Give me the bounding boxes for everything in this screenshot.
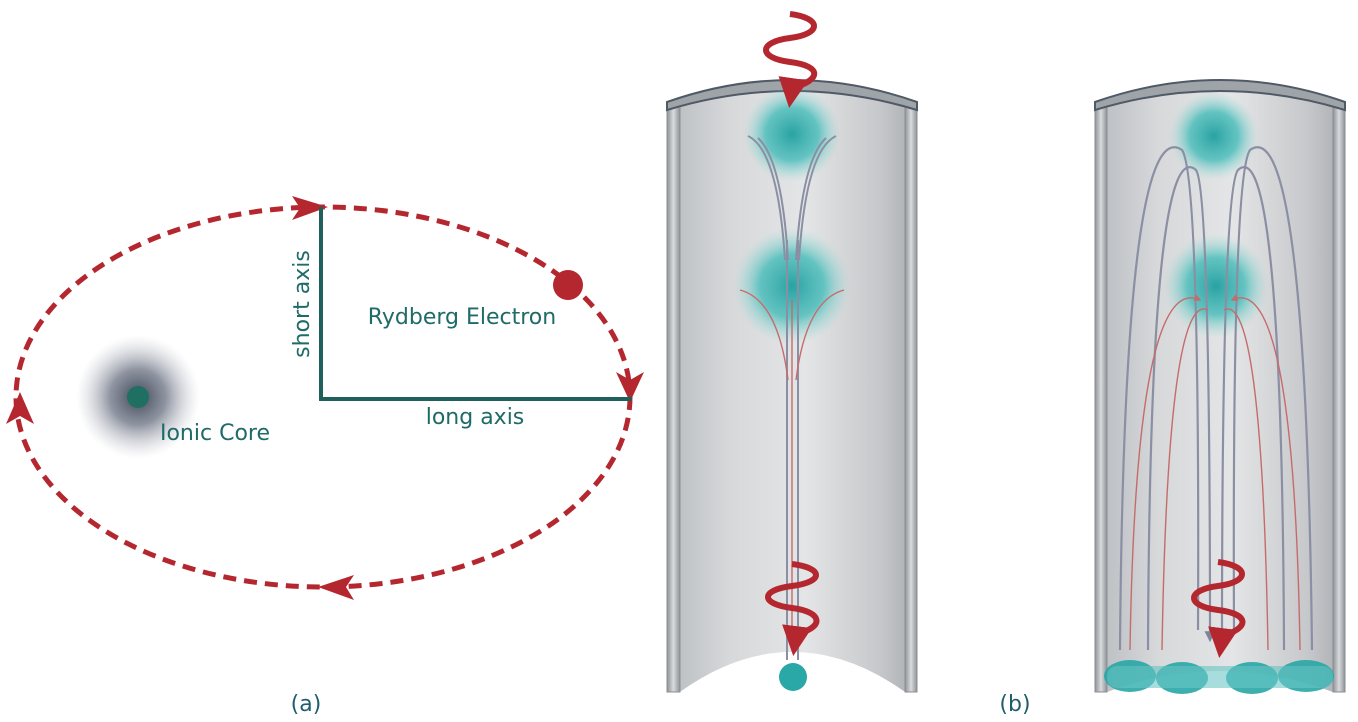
- panel-a-caption: (a): [291, 692, 322, 717]
- ionic-core-label: Ionic Core: [160, 421, 270, 446]
- cylinder-left-wall-right: [904, 101, 918, 693]
- orbit-arrow-left: [6, 392, 34, 424]
- cylinder-right-wall-right: [1332, 101, 1346, 693]
- ionic-core-dot: [127, 386, 149, 408]
- atom-cloud-bottom: [779, 663, 807, 691]
- atom-cloud-right-upper: [1170, 92, 1258, 180]
- orbit-arrow-bottom: [318, 575, 354, 600]
- atom-cloud-right-middle: [1164, 234, 1268, 338]
- field-lines-right-blue: [1118, 146, 1314, 651]
- field-lines-left-blue: [747, 135, 837, 660]
- panel-a: short axis long axis Rydberg Electron Io…: [6, 196, 644, 717]
- short-axis-label: short axis: [290, 250, 315, 358]
- long-axis-label: long axis: [426, 405, 525, 430]
- orbit-arrow-top: [292, 196, 328, 220]
- atom-cloud-upper: [744, 86, 840, 182]
- field-lines-right-pink: [1129, 294, 1301, 651]
- photon-bottom-right: [1191, 559, 1246, 658]
- atom-cloud-middle: [734, 228, 850, 344]
- orbit-arrow-right: [616, 372, 644, 402]
- panel-b-caption: (b): [999, 692, 1030, 717]
- rydberg-electron-dot: [553, 270, 583, 300]
- cylinder-right-wall-left: [1094, 101, 1108, 693]
- photon-bottom-left: [765, 561, 820, 656]
- cylinder-left-wall-left: [666, 101, 681, 693]
- cylinder-left: [666, 11, 918, 693]
- photon-top-left: [763, 11, 818, 108]
- cylinder-right-top-rim: [1094, 79, 1346, 112]
- cylinder-left-top-rim: [666, 79, 918, 112]
- cylinder-right: [1094, 79, 1346, 694]
- atom-ring-bottom: [1104, 660, 1334, 694]
- rydberg-electron-label: Rydberg Electron: [368, 305, 556, 330]
